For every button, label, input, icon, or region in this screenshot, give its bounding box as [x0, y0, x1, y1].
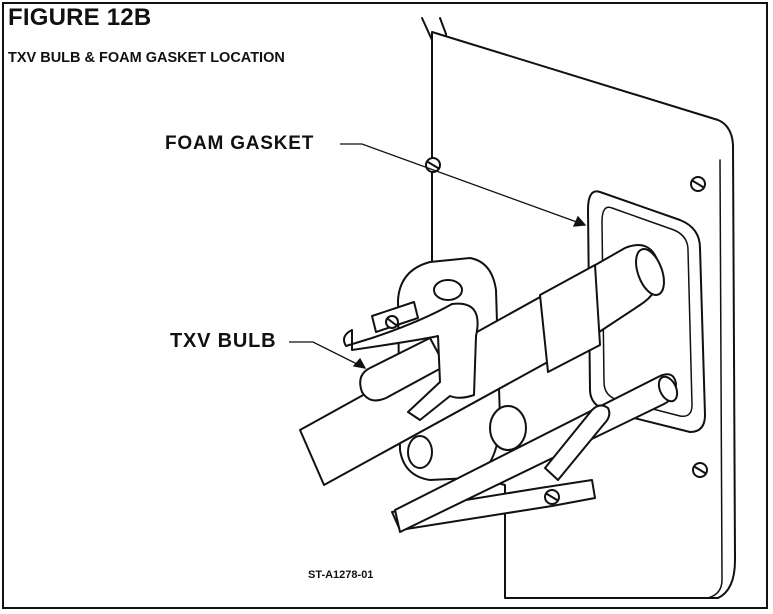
figure-subtitle: TXV BULB & FOAM GASKET LOCATION [8, 50, 285, 66]
bracket-hole [407, 435, 433, 469]
screw-icon [544, 489, 560, 505]
distributor-tube [544, 404, 611, 481]
tube-coupling [539, 264, 601, 373]
foam-gasket-inner [601, 206, 693, 418]
foam-gasket-callout: FOAM GASKET [165, 133, 315, 154]
clamp-screw-icon [385, 315, 399, 329]
screw-icon [692, 462, 708, 478]
bracket-hole [433, 279, 463, 301]
screw-icon [690, 176, 706, 192]
txv-bulb-leader [289, 341, 366, 369]
foam-gasket-arrow-icon [572, 215, 587, 227]
bracket-hole [489, 405, 527, 451]
foam-gasket-leader [340, 143, 586, 226]
drawing-number: ST-A1278-01 [308, 569, 374, 581]
figure-title: FIGURE 12B [8, 4, 152, 31]
txv-bulb-callout: TXV BULB [170, 330, 277, 352]
liquid-line-end [657, 375, 679, 403]
back-panel-inner-edge [707, 159, 723, 599]
txv-bulb-arrow-icon [352, 357, 367, 369]
bulb-clamp-strap [343, 302, 479, 421]
txv-bulb [359, 337, 446, 402]
suction-line-end [635, 248, 665, 296]
